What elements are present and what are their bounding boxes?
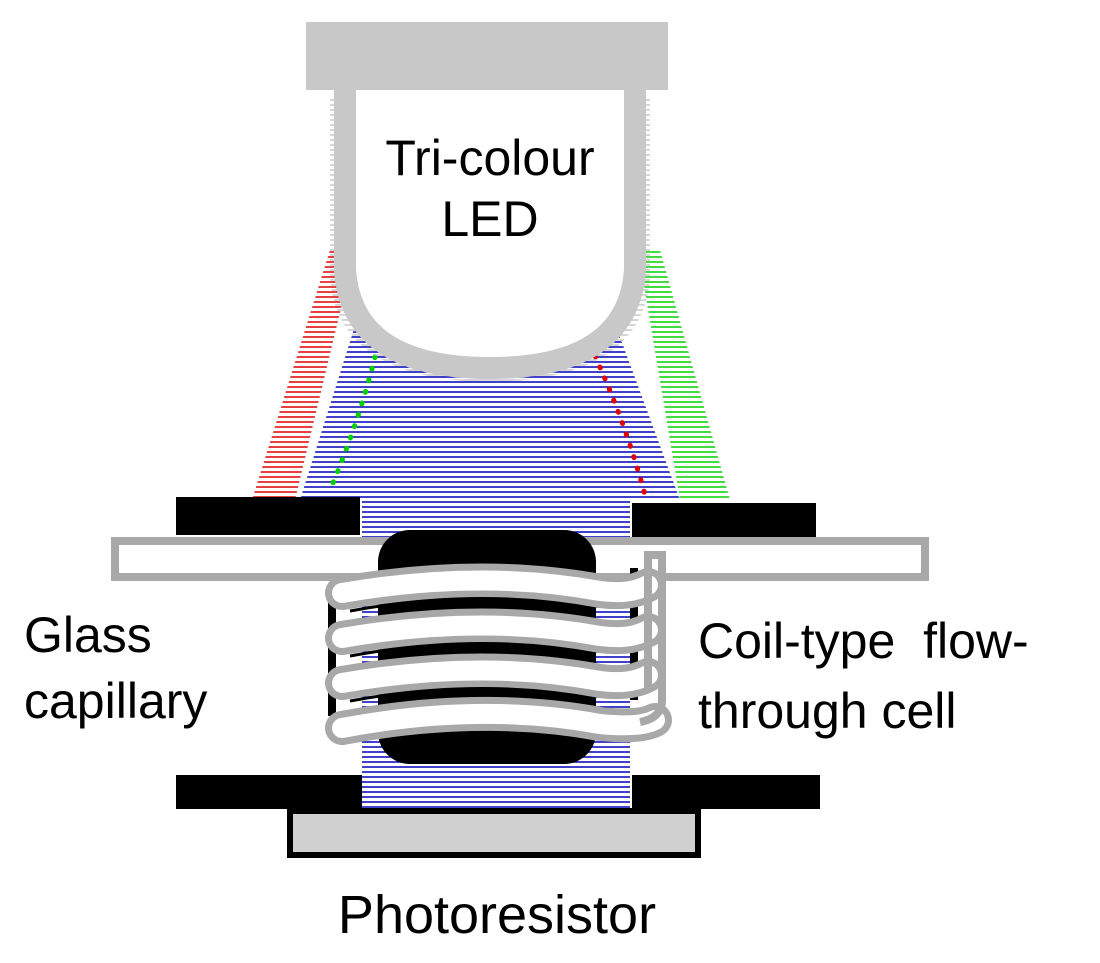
flow-cell-label-line2: through cell [698, 683, 957, 739]
glass-capillary-label-line1: Glass [24, 607, 152, 663]
coil-windings [325, 563, 672, 745]
coil-winding-gap [349, 597, 597, 613]
led-cap [306, 22, 668, 90]
bottom-block-left [176, 775, 362, 809]
glass-capillary-label-line2: capillary [24, 673, 207, 729]
flow-cell-label-line1: Coil-type flow- [698, 613, 1029, 669]
top-block-left [176, 497, 360, 535]
led-dome [334, 90, 646, 380]
coil-winding-bore [332, 703, 665, 738]
coil-winding-bore [332, 615, 658, 648]
green-light-beam [638, 251, 730, 498]
photoresistor-label: Photoresistor [338, 885, 656, 945]
led-label-line2: LED [441, 191, 538, 247]
led [306, 22, 668, 381]
red-beam-dotted-edge [587, 342, 648, 498]
photoresistor-body [287, 808, 701, 858]
led-label-line1: Tri-colour [385, 130, 594, 186]
coil-winding-bore [332, 570, 658, 603]
capillary-riser [639, 555, 666, 726]
bottom-block-right [632, 775, 820, 809]
coil-winding-gap [349, 687, 597, 703]
coil-winding-bore [332, 660, 658, 693]
side-plate-left [328, 590, 336, 716]
green-beam-dotted-edge [327, 342, 381, 493]
top-block-right [632, 503, 816, 539]
coil-winding-gap [349, 642, 597, 658]
